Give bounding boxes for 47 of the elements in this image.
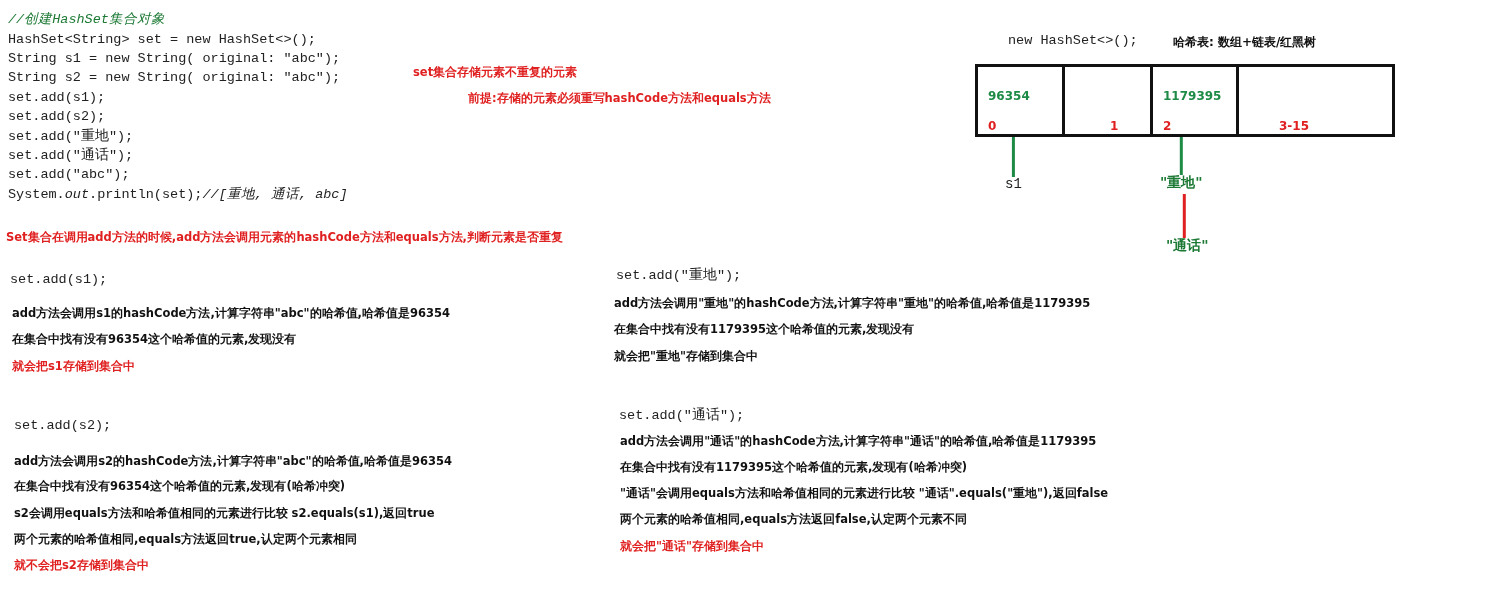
- note-text: 就不会把s2存储到集合中: [14, 559, 149, 573]
- code-line: set.add("abc");: [8, 167, 130, 184]
- slot-index: 3-15: [1279, 119, 1310, 133]
- code-line: set.add("通话");: [619, 408, 745, 425]
- code-line: set.add(s1);: [8, 90, 106, 107]
- slot-index: 0: [988, 119, 997, 133]
- explanation-text: "通话"会调用equals方法和哈希值相同的元素进行比较 "通话".equals("重地"),返回false: [620, 487, 1109, 501]
- table-heading: 哈希表: 数组+链表/红黑树: [1173, 34, 1317, 51]
- explanation-text: add方法会调用s2的hashCode方法,计算字符串"abc"的哈希值,哈希值是96354: [14, 455, 452, 469]
- code-heading: new HashSet<>();: [1008, 33, 1138, 48]
- note-text: 就会把s1存储到集合中: [12, 360, 135, 374]
- explanation-text: 两个元素的哈希值相同,equals方法返回false,认定两个元素不同: [620, 513, 967, 527]
- code-line: set.add(s1);: [10, 272, 108, 289]
- explanation-text: 在集合中找有没有96354这个哈希值的元素,发现有(哈希冲突): [14, 480, 345, 494]
- code-line: HashSet<String> set = new HashSet<>();: [8, 32, 316, 49]
- code-line: set.add("重地");: [8, 129, 134, 146]
- code-line: String s1 = new String( original: "abc");: [8, 51, 341, 68]
- slot-index: 2: [1163, 119, 1172, 133]
- note-text: Set集合在调用add方法的时候,add方法会调用元素的hashCode方法和equals方法,判断元素是否重复: [6, 231, 563, 245]
- code-line: set.add(s2);: [14, 418, 112, 435]
- explanation-text: 就会把"重地"存储到集合中: [614, 350, 758, 364]
- code-line: set.add("通话");: [8, 148, 134, 165]
- explanation-text: add方法会调用s1的hashCode方法,计算字符串"abc"的哈希值,哈希值是96354: [12, 307, 450, 321]
- explanation-text: add方法会调用"重地"的hashCode方法,计算字符串"重地"的哈希值,哈希值是1179395: [614, 297, 1091, 311]
- explanation-text: 在集合中找有没有1179395这个哈希值的元素,发现有(哈希冲突): [620, 461, 967, 475]
- note-text: set集合存储元素不重复的元素: [413, 66, 578, 80]
- hash-value: 1179395: [1163, 89, 1222, 103]
- code-line: set.add(s2);: [8, 109, 106, 126]
- hash-value: 96354: [988, 89, 1030, 103]
- code-line: System.out.println(set);//[重地, 通话, abc]: [8, 187, 348, 204]
- element-label: s1: [1005, 176, 1022, 192]
- connector-line: [1011, 136, 1015, 177]
- element-label: "通话": [1166, 237, 1209, 255]
- code-comment: //创建HashSet集合对象: [8, 12, 165, 29]
- element-label: "重地": [1160, 174, 1203, 192]
- note-text: 就会把"通话"存储到集合中: [620, 540, 764, 554]
- connector-line: [1182, 194, 1186, 238]
- slot-index: 1: [1110, 119, 1119, 133]
- explanation-text: 在集合中找有没有96354这个哈希值的元素,发现没有: [12, 333, 297, 347]
- explanation-text: 两个元素的哈希值相同,equals方法返回true,认定两个元素相同: [14, 533, 357, 547]
- code-line: set.add("重地");: [616, 268, 742, 285]
- explanation-text: s2会调用equals方法和哈希值相同的元素进行比较 s2.equals(s1),返回true: [14, 507, 435, 521]
- explanation-text: 在集合中找有没有1179395这个哈希值的元素,发现没有: [614, 323, 915, 337]
- explanation-text: add方法会调用"通话"的hashCode方法,计算字符串"通话"的哈希值,哈希值是1179395: [620, 435, 1097, 449]
- code-line: String s2 = new String( original: "abc");: [8, 70, 341, 87]
- connector-line: [1179, 136, 1183, 175]
- note-text: 前提:存储的元素必须重写hashCode方法和equals方法: [468, 92, 771, 106]
